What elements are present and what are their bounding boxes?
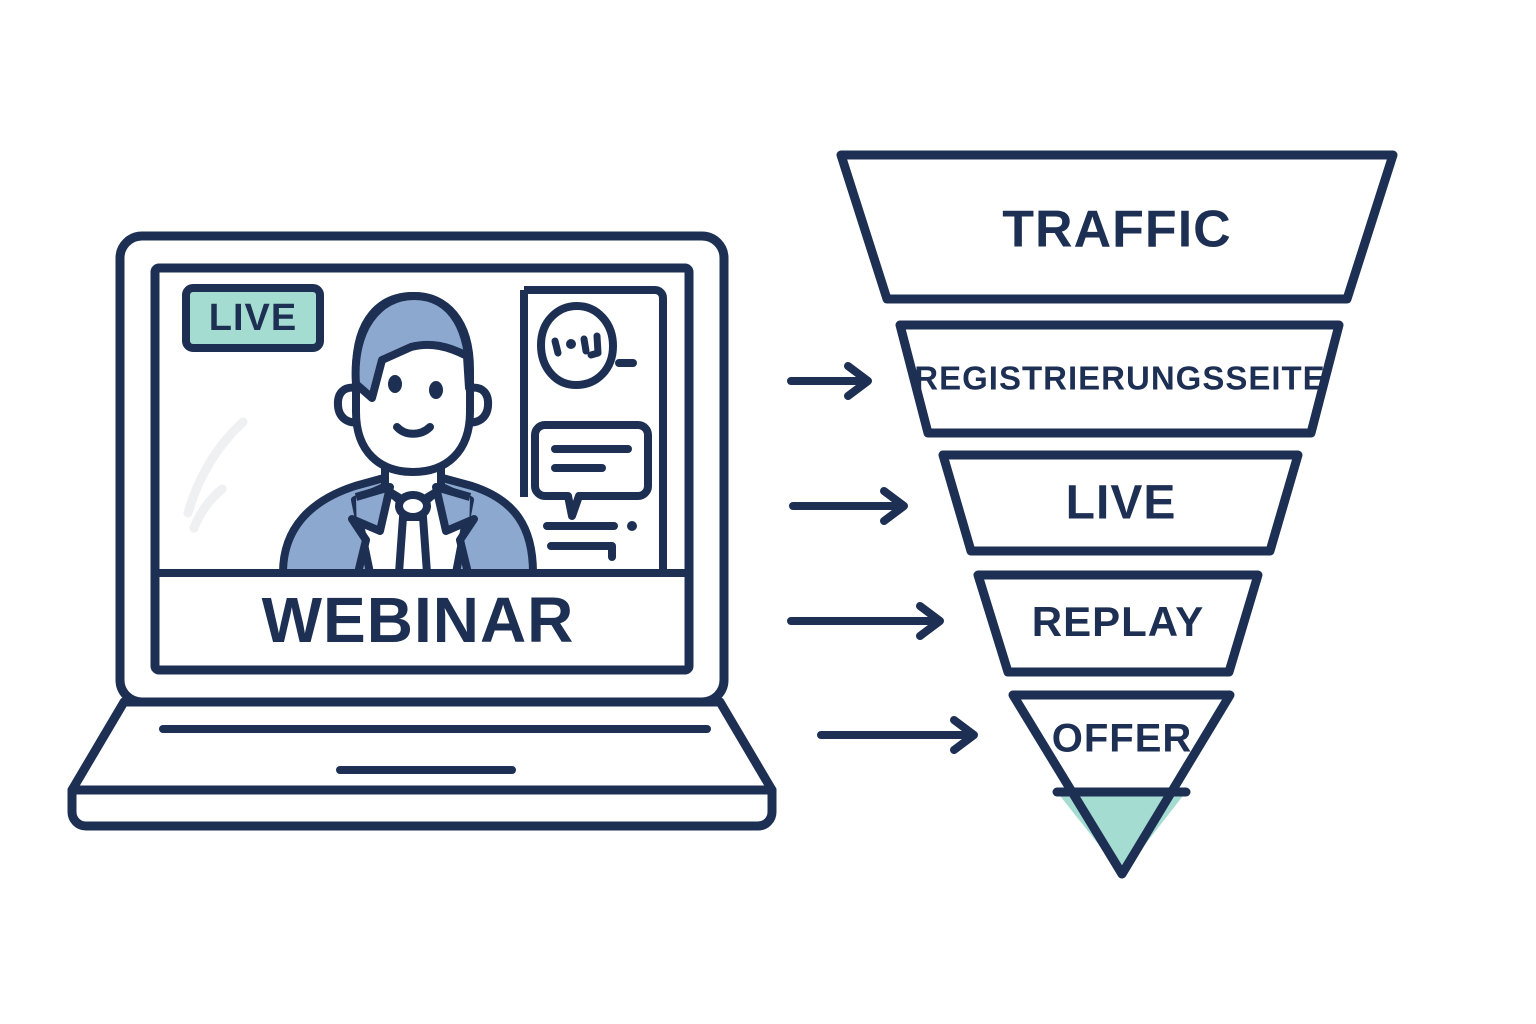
screen-shine-short-icon — [189, 484, 227, 533]
arrow-to-offer — [817, 716, 978, 754]
funnel-stage-traffic[interactable]: TRAFFIC — [836, 150, 1398, 304]
webinar-caption: WEBINAR — [262, 584, 575, 656]
funnel-stage-replay-shape — [973, 570, 1263, 677]
laptop-foot — [67, 785, 777, 831]
presenter-hair — [351, 292, 474, 402]
funnel-stage-traffic-label: TRAFFIC — [1002, 201, 1231, 259]
emoji-face-icon — [537, 302, 617, 389]
funnel-stage-replay[interactable]: REPLAY — [973, 570, 1263, 677]
chat-bubble-icon — [531, 421, 652, 520]
funnel-stage-registrierungsseite-shape — [895, 320, 1344, 438]
live-badge-label: LIVE — [209, 297, 297, 339]
funnel-stage-live-shape — [938, 450, 1303, 556]
webinar-laptop: LIVE — [67, 231, 777, 831]
screen-shine-icon — [183, 417, 248, 518]
funnel-stage-offer-shape — [1008, 690, 1235, 879]
live-badge-box — [182, 284, 324, 352]
funnel-stage-offer-label: OFFER — [1052, 717, 1193, 761]
presenter-eye-left — [388, 375, 402, 393]
chat-text-line-2 — [547, 542, 616, 561]
arrow-to-live — [789, 487, 908, 525]
funnel-stage-offer[interactable]: OFFER — [1008, 690, 1235, 879]
live-badge: LIVE — [182, 284, 324, 352]
chat-panel-frame — [524, 286, 667, 570]
conversion-funnel: TRAFFIC REGISTRIERUNGSSEITE LIVE REPLAY — [836, 150, 1398, 879]
funnel-stage-traffic-shape — [836, 150, 1398, 304]
presenter-lapel-left — [348, 483, 394, 574]
funnel-stage-registrierungsseite[interactable]: REGISTRIERUNGSSEITE — [895, 320, 1344, 438]
funnel-arrows — [787, 362, 978, 754]
funnel-stage-live-label: LIVE — [1066, 477, 1177, 530]
presenter-avatar — [279, 292, 537, 577]
funnel-stage-replay-label: REPLAY — [1032, 598, 1205, 645]
presenter-lapel-right — [432, 483, 478, 574]
chat-dot-icon — [627, 521, 637, 531]
laptop-base — [67, 697, 777, 795]
chat-panel — [520, 286, 667, 570]
arrow-to-registrierungsseite — [787, 362, 872, 400]
presenter-tie — [395, 513, 431, 577]
presenter-eye-right — [429, 381, 443, 399]
arrow-to-replay — [787, 602, 944, 640]
funnel-stage-live[interactable]: LIVE — [938, 450, 1303, 556]
presenter-smile — [393, 423, 434, 438]
funnel-stage-registrierungsseite-label: REGISTRIERUNGSSEITE — [914, 360, 1325, 397]
